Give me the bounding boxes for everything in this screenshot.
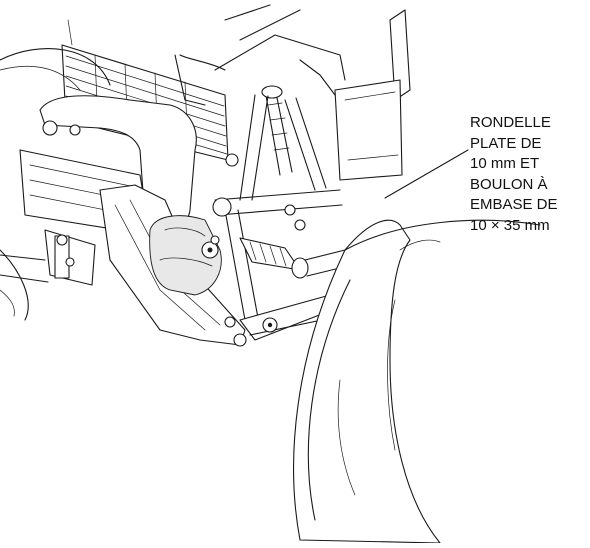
cv-joint-boot: [239, 237, 349, 279]
left-bracket: [0, 229, 96, 286]
callout-leader: [384, 149, 469, 199]
callout-line-5: EMBASE DE: [470, 196, 558, 214]
a-arm-frame: [212, 94, 343, 321]
bolts: [42, 120, 306, 245]
callout-line-4: BOULON À: [470, 175, 548, 193]
upper-frame: [174, 4, 411, 181]
callout-line-1: RONDELLE: [470, 114, 551, 131]
left-wheel: [0, 48, 111, 321]
callout-label: RONDELLE PLATE DE 10 mm ET BOULON À EMBA…: [470, 113, 588, 237]
callout-line-6: 10 × 35 mm: [470, 216, 550, 234]
shock-absorber: [261, 85, 293, 176]
right-wheel: [293, 219, 541, 544]
differential-housing: [149, 215, 222, 296]
callout-line-3: 10 mm ET: [470, 155, 540, 173]
lower-control-arm: [224, 294, 361, 347]
callout-line-2: PLATE DE: [470, 134, 542, 152]
